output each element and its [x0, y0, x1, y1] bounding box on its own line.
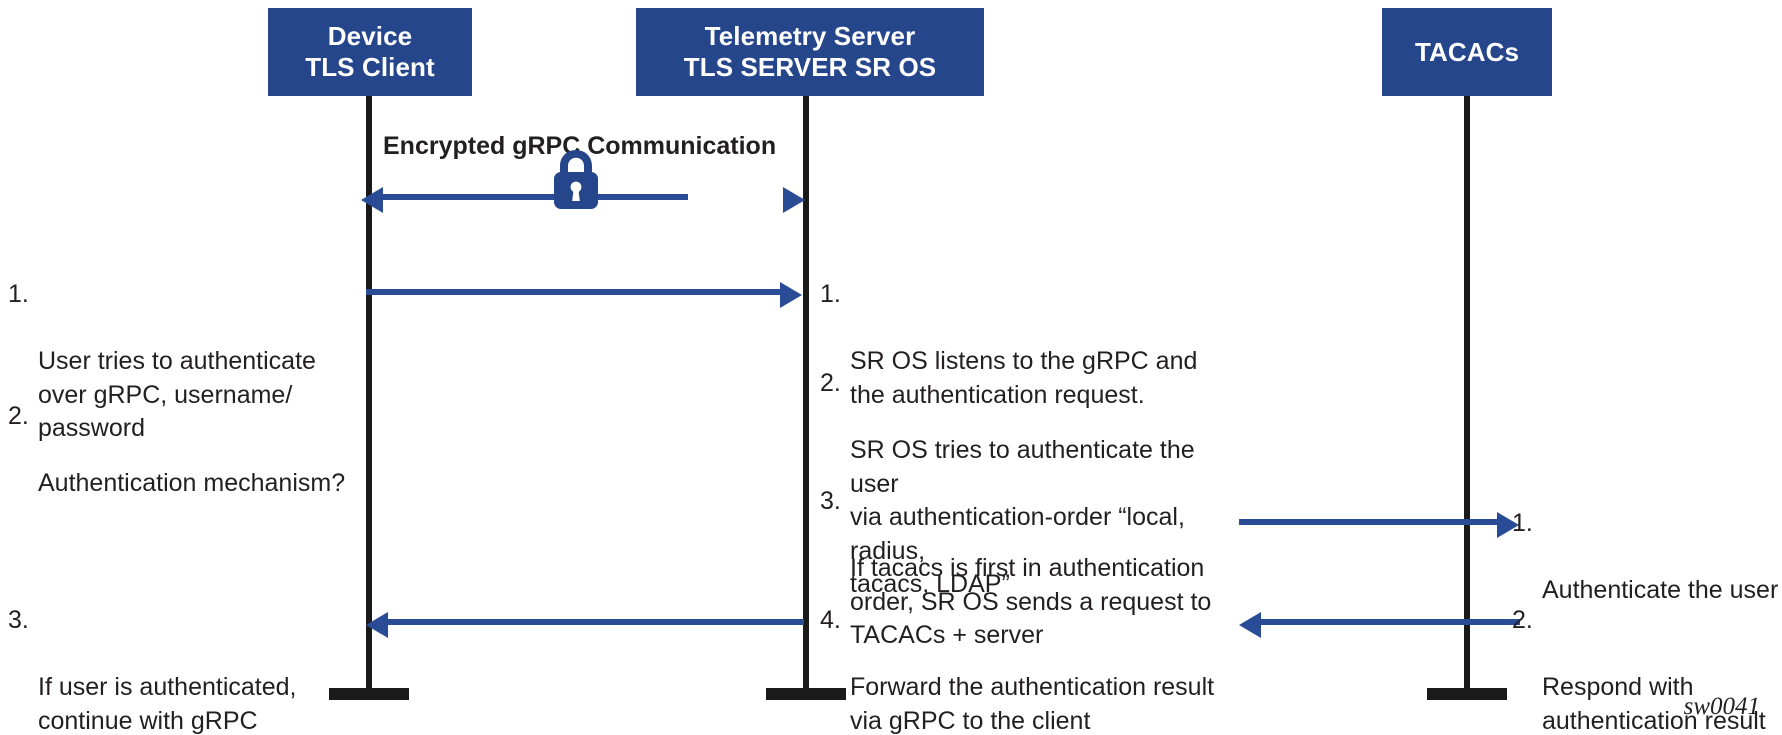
note-server-step-4-text: Forward the authentication result via gR… [850, 673, 1215, 735]
note-server-step-1: 1. SR OS listens to the gRPC and the aut… [820, 278, 1220, 446]
note-client-step-1-number: 1. [8, 280, 29, 308]
arrowhead-auth-request [780, 282, 802, 308]
lifeline-foot-tacacs [1427, 688, 1507, 700]
actor-tacacs-line1: TACACs [1414, 36, 1520, 67]
note-server-step-2-text: SR OS tries to authenticate the user via… [850, 436, 1195, 598]
arrowhead-auth-result [366, 612, 388, 638]
note-server-step-1-text: SR OS listens to the gRPC and the authen… [850, 347, 1198, 409]
figure-id-label: sw0041 [1683, 693, 1760, 720]
note-server-step-1-number: 1. [820, 280, 841, 308]
note-tacacs-step-2-number: 2. [1512, 606, 1533, 634]
lifeline-foot-device [329, 688, 409, 700]
lifeline-telemetry [803, 96, 809, 688]
arrowhead-encrypted-right [783, 187, 805, 213]
actor-device-line2: TLS Client [305, 52, 435, 82]
actor-box-telemetry: Telemetry Server TLS SERVER SR OS [636, 8, 984, 96]
note-client-step-2: 2. Authentication mechanism? [8, 400, 368, 534]
note-client-step-1-text: User tries to authenticate over gRPC, us… [38, 347, 316, 442]
note-tacacs-step-1-number: 1. [1512, 509, 1533, 537]
actor-telemetry-line1: Telemetry Server [704, 21, 916, 52]
note-server-step-2-number: 2. [820, 369, 841, 397]
note-server-step-4: 4. Forward the authentication result via… [820, 604, 1220, 735]
note-client-step-2-text: Authentication mechanism? [38, 469, 346, 497]
arrowhead-encrypted-left [361, 187, 383, 213]
lifeline-device [366, 96, 372, 688]
lifeline-foot-telemetry [766, 688, 846, 700]
note-server-step-3-text: If tacacs is first in authentication ord… [850, 554, 1212, 649]
message-line-encrypted [380, 194, 688, 200]
note-tacacs-step-1-text: Authenticate the user [1542, 576, 1779, 604]
actor-device-line1: Device [327, 21, 413, 52]
message-line-auth-result [384, 619, 804, 625]
note-client-step-1: 1. User tries to authenticate over gRPC,… [8, 278, 348, 479]
note-tacacs-step-1: 1. Authenticate the user [1512, 507, 1782, 641]
note-client-step-3-number: 3. [8, 606, 29, 634]
note-client-step-3: 3. If user is authenticated, continue wi… [8, 604, 348, 735]
message-line-tacacs-response [1258, 619, 1520, 625]
lock-icon [548, 148, 604, 210]
note-server-step-4-number: 4. [820, 606, 841, 634]
note-server-step-2: 2. SR OS tries to authenticate the user … [820, 367, 1240, 635]
note-server-step-3-number: 3. [820, 487, 841, 515]
actor-box-tacacs: TACACs [1382, 8, 1552, 96]
lifeline-tacacs [1464, 96, 1470, 688]
message-line-auth-request [366, 289, 781, 295]
note-client-step-3-text: If user is authenticated, continue with … [38, 673, 297, 735]
arrowhead-tacacs-response [1239, 612, 1261, 638]
note-tacacs-step-2-text: Respond with authentication result [1542, 673, 1766, 735]
actor-telemetry-line2: TLS SERVER SR OS [683, 52, 937, 82]
note-tacacs-step-2: 2. Respond with authentication result [1512, 604, 1782, 735]
message-line-tacacs-request [1239, 519, 1499, 525]
note-client-step-2-number: 2. [8, 402, 29, 430]
actor-box-device: Device TLS Client [268, 8, 472, 96]
note-server-step-3: 3. If tacacs is first in authentication … [820, 485, 1220, 686]
arrowhead-tacacs-request [1497, 512, 1519, 538]
